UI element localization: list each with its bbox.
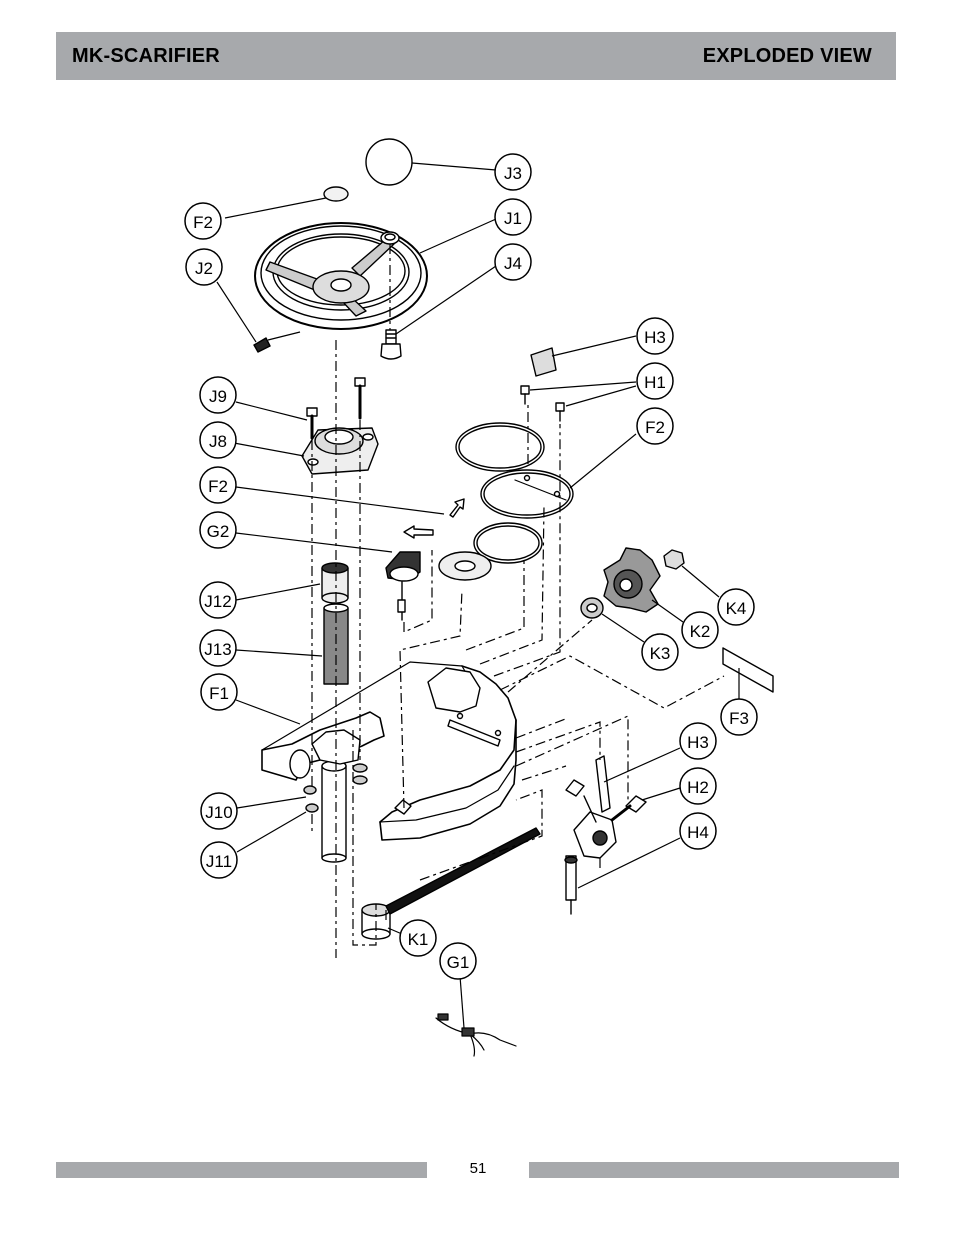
parts-drawing: [253, 138, 774, 1057]
decal-oval-part: [323, 186, 349, 202]
svg-text:J8: J8: [209, 432, 227, 451]
callout-j12: J12: [199, 581, 237, 619]
bolts-part: [306, 377, 366, 440]
callout-k1: K1: [399, 919, 437, 957]
screws-part: [520, 385, 565, 422]
decal-strip-part: [722, 647, 774, 693]
footer-bar-left: [56, 1162, 427, 1178]
tube-part: [289, 729, 368, 863]
svg-text:J4: J4: [504, 254, 522, 273]
callout-h3-bottom: H3: [679, 722, 717, 760]
callout-j13: J13: [199, 629, 237, 667]
svg-text:F1: F1: [209, 684, 229, 703]
star-knob-part: [603, 547, 661, 613]
roller-part: [361, 827, 541, 940]
svg-text:K1: K1: [408, 930, 429, 949]
svg-text:H2: H2: [687, 778, 709, 797]
callout-f2-right: F2: [636, 407, 674, 445]
callout-f2-middle: F2: [199, 466, 237, 504]
svg-text:J12: J12: [204, 592, 231, 611]
decal-ring-1: [455, 422, 545, 472]
callout-j2: J2: [185, 248, 223, 286]
svg-text:H3: H3: [687, 733, 709, 752]
svg-text:H1: H1: [644, 373, 666, 392]
callout-f1: F1: [200, 673, 238, 711]
svg-text:J10: J10: [205, 803, 232, 822]
callout-j1: J1: [494, 198, 532, 236]
callout-f3: F3: [720, 698, 758, 736]
leader-lines: [216, 162, 740, 1029]
document-title: MK-SCARIFIER: [72, 44, 220, 67]
svg-text:F2: F2: [193, 213, 213, 232]
assembly-lines: [311, 244, 725, 958]
svg-text:H4: H4: [687, 823, 709, 842]
svg-text:K4: K4: [726, 599, 747, 618]
callout-h1: H1: [636, 362, 674, 400]
callout-j3: J3: [494, 153, 532, 191]
svg-text:G1: G1: [447, 953, 470, 972]
callout-k4: K4: [717, 588, 755, 626]
footer-bar-right: [529, 1162, 899, 1178]
shoulder-bolt-part: [380, 329, 402, 360]
callout-j4: J4: [494, 243, 532, 281]
callout-k2: K2: [681, 611, 719, 649]
callout-g2: G2: [199, 511, 237, 549]
decal-ring-3: [473, 522, 543, 564]
nut-part: [663, 549, 685, 570]
callout-k3: K3: [641, 633, 679, 671]
callout-j8: J8: [199, 421, 237, 459]
rotate-arrow-1: [449, 498, 465, 518]
svg-text:K3: K3: [650, 644, 671, 663]
knob-part: [365, 138, 413, 186]
wiring-part: [435, 1013, 517, 1057]
header-bar: MK-SCARIFIER EXPLODED VIEW: [56, 32, 896, 80]
flange-bearing-part: [301, 427, 379, 475]
svg-text:J11: J11: [206, 852, 232, 871]
svg-text:H3: H3: [644, 328, 666, 347]
svg-text:F2: F2: [208, 477, 228, 496]
callout-j11: J11: [200, 841, 238, 879]
svg-text:J1: J1: [504, 209, 522, 228]
svg-text:J9: J9: [209, 387, 227, 406]
callout-bubbles: J3 F2 J1 J2 J4 H3 H1 J9: [184, 153, 758, 980]
callout-h3-top: H3: [636, 317, 674, 355]
svg-text:G2: G2: [207, 522, 230, 541]
decal-ring-2-inner: [483, 472, 571, 516]
set-screw-part: [253, 337, 271, 353]
sleeve-part: [321, 562, 349, 604]
callout-g1: G1: [439, 942, 477, 980]
callout-j9: J9: [199, 376, 237, 414]
page-number: 51: [469, 1160, 487, 1177]
svg-text:J13: J13: [204, 640, 231, 659]
pad-part: [530, 347, 557, 377]
section-title: EXPLODED VIEW: [702, 44, 872, 67]
linkage-part: [564, 755, 647, 915]
svg-text:F3: F3: [729, 709, 749, 728]
svg-text:J2: J2: [195, 259, 213, 278]
callout-h4: H4: [679, 812, 717, 850]
switch-part: [385, 551, 421, 621]
svg-text:F2: F2: [645, 418, 665, 437]
callout-j10: J10: [200, 792, 238, 830]
svg-text:K2: K2: [690, 622, 711, 641]
decal-ring-1-inner: [458, 425, 542, 469]
callout-f2-top: F2: [184, 202, 222, 240]
callout-h2: H2: [679, 767, 717, 805]
decal-ring-3-inner: [476, 525, 540, 561]
svg-text:J3: J3: [504, 164, 522, 183]
handwheel-part: [254, 222, 428, 330]
rotate-arrow-2: [403, 525, 434, 539]
decal-ring-2: [480, 469, 574, 519]
